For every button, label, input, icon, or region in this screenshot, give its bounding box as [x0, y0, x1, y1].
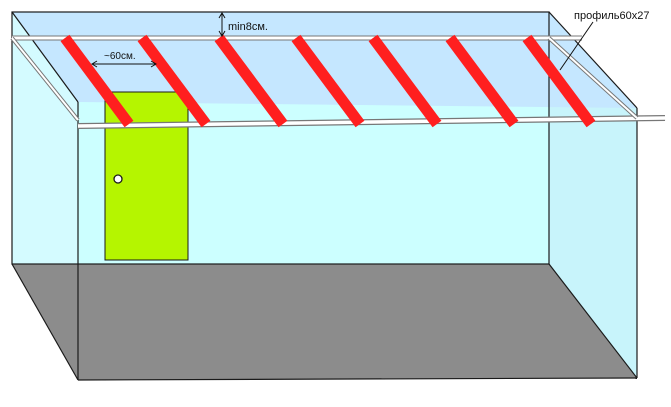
joist-5 — [368, 34, 442, 128]
profile-rail-front — [77, 36, 666, 129]
profile-leader-line — [559, 21, 594, 71]
joist-6 — [445, 34, 519, 128]
joist-2 — [137, 34, 211, 128]
joist-1 — [60, 34, 134, 128]
door-knob — [113, 174, 123, 184]
room-outline — [11, 11, 638, 381]
floor — [12, 264, 637, 380]
spacing-dimension — [91, 60, 157, 68]
joists — [60, 34, 596, 128]
joist-3 — [214, 34, 288, 128]
min-gap-label: min8см. — [228, 21, 268, 33]
profile-label: профиль60x27 — [574, 10, 650, 22]
joist-7 — [522, 34, 596, 128]
min-gap-dimension — [218, 12, 226, 37]
spacing-label: ~60см. — [104, 51, 136, 62]
joist-4 — [291, 34, 365, 128]
